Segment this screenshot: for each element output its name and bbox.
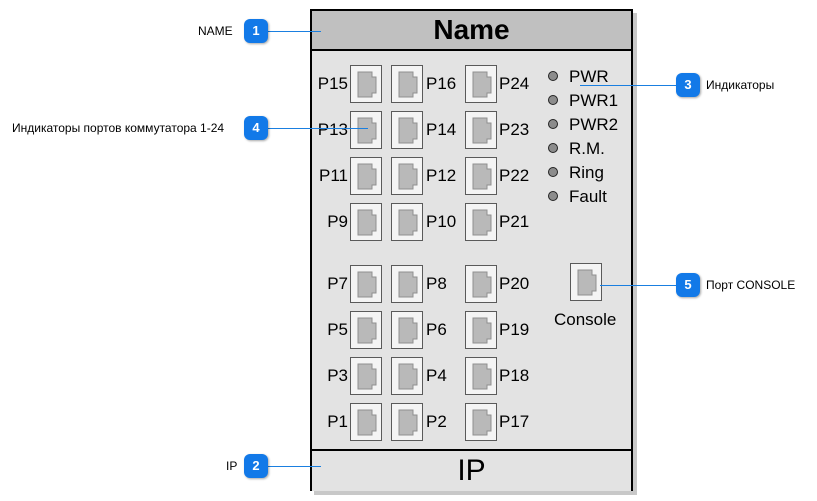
- indicator-label: Fault: [569, 187, 607, 206]
- callout-2-badge: 2: [244, 454, 268, 478]
- callout-3-label: Индикаторы: [706, 78, 775, 92]
- port-p7-icon[interactable]: [350, 265, 382, 303]
- port-label: P7: [327, 274, 348, 293]
- indicator-label: Ring: [569, 163, 604, 182]
- port-label: P15: [317, 74, 348, 93]
- port-p22-icon[interactable]: [465, 157, 497, 195]
- device-name: Name: [312, 11, 631, 51]
- port-label: P9: [327, 212, 348, 231]
- port-label: P16: [426, 74, 457, 93]
- led-fault-icon: [548, 191, 558, 201]
- port-p6-icon[interactable]: [391, 311, 423, 349]
- leader-indicators: [580, 85, 676, 86]
- port-label: P24: [499, 74, 530, 93]
- callout-5-badge: 5: [676, 273, 700, 297]
- port-p20-icon[interactable]: [465, 265, 497, 303]
- indicator-label: PWR: [569, 67, 609, 86]
- port-p16-icon[interactable]: [391, 65, 423, 103]
- callout-4-badge: 4: [244, 116, 268, 140]
- port-p21-icon[interactable]: [465, 203, 497, 241]
- port-p17-icon[interactable]: [465, 403, 497, 441]
- port-p5-icon[interactable]: [350, 311, 382, 349]
- port-label: P14: [426, 120, 457, 139]
- port-p3-icon[interactable]: [350, 357, 382, 395]
- port-p14-icon[interactable]: [391, 111, 423, 149]
- port-label: P22: [499, 166, 530, 185]
- port-label: P5: [327, 320, 348, 339]
- port-label: P11: [319, 166, 348, 185]
- port-label: P1: [327, 412, 348, 431]
- device-ip: IP: [312, 449, 631, 491]
- port-label: P3: [327, 366, 348, 385]
- port-label: P13: [317, 120, 348, 139]
- port-label: P23: [499, 120, 530, 139]
- indicator-label: PWR1: [569, 91, 619, 110]
- callout-3-badge: 3: [676, 73, 700, 97]
- leader-console: [600, 285, 676, 286]
- callout-4-label: Индикаторы портов коммутатора 1-24: [12, 121, 225, 135]
- port-p23-icon[interactable]: [465, 111, 497, 149]
- port-label: P4: [426, 366, 447, 385]
- port-p12-icon[interactable]: [391, 157, 423, 195]
- callout-1-label: NAME: [198, 24, 233, 38]
- leader-name: [268, 31, 321, 32]
- port-label: P8: [426, 274, 447, 293]
- port-label: P10: [426, 212, 457, 231]
- port-p11-icon[interactable]: [350, 157, 382, 195]
- port-p4-icon[interactable]: [391, 357, 423, 395]
- console-label: Console: [554, 310, 617, 329]
- port-p15-icon[interactable]: [350, 65, 382, 103]
- port-p9-icon[interactable]: [350, 203, 382, 241]
- led-pwr2-icon: [548, 119, 558, 129]
- port-p10-icon[interactable]: [391, 203, 423, 241]
- port-p8-icon[interactable]: [391, 265, 423, 303]
- port-label: P17: [499, 412, 530, 431]
- port-p24-icon[interactable]: [465, 65, 497, 103]
- led-ring-icon: [548, 167, 558, 177]
- port-p18-icon[interactable]: [465, 357, 497, 395]
- callout-1-badge: 1: [244, 19, 268, 43]
- led-pwr-icon: [548, 71, 558, 81]
- leader-ip: [268, 466, 321, 467]
- port-label: P6: [426, 320, 447, 339]
- port-label: P21: [499, 212, 530, 231]
- indicator-label: PWR2: [569, 115, 619, 134]
- port-label: P19: [499, 320, 530, 339]
- console-port-icon[interactable]: [570, 263, 602, 301]
- port-p1-icon[interactable]: [350, 403, 382, 441]
- led-rm-icon: [548, 143, 558, 153]
- callout-5-label: Порт CONSOLE: [706, 278, 796, 292]
- port-label: P18: [499, 366, 530, 385]
- port-p2-icon[interactable]: [391, 403, 423, 441]
- port-label: P12: [426, 166, 457, 185]
- port-p13-icon[interactable]: [350, 111, 382, 149]
- port-p19-icon[interactable]: [465, 311, 497, 349]
- port-label: P2: [426, 412, 447, 431]
- port-label: P20: [499, 274, 530, 293]
- led-pwr1-icon: [548, 95, 558, 105]
- indicator-label: R.M.: [569, 139, 605, 158]
- leader-port-indicators: [268, 128, 368, 129]
- callout-2-label: IP: [226, 459, 238, 473]
